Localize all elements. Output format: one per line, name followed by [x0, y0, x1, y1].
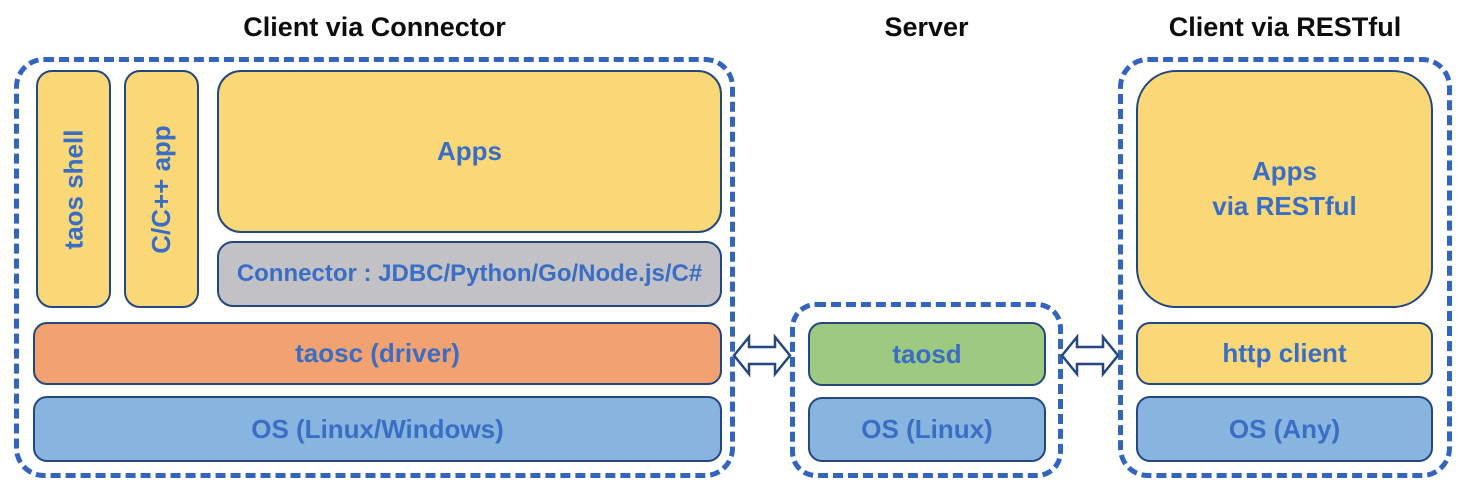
bidirectional-arrow-icon	[732, 333, 792, 378]
c-cpp-app-label: C/C++ app	[146, 124, 176, 254]
server-frame	[790, 302, 1063, 478]
taos-shell-box: taos shell	[36, 70, 111, 308]
taos-shell-label: taos shell	[58, 129, 88, 249]
taosd-box: taosd	[808, 322, 1046, 386]
bidirectional-arrow-icon	[1060, 333, 1120, 378]
os-any-box: OS (Any)	[1136, 396, 1433, 462]
client-via-restful-frame	[1118, 57, 1452, 478]
c-cpp-app-box: C/C++ app	[124, 70, 199, 308]
section-title-server: Server	[884, 12, 969, 42]
section-title-client-via-connector: Client via Connector	[243, 12, 506, 42]
connector-box: Connector : JDBC/Python/Go/Node.js/C#	[217, 241, 722, 307]
taosc-driver-box: taosc (driver)	[33, 322, 722, 385]
os-linux-windows-box: OS (Linux/Windows)	[33, 396, 722, 462]
client-via-connector-frame	[14, 57, 735, 478]
apps-box: Apps	[217, 70, 722, 233]
apps-via-restful-box: Apps via RESTful	[1136, 70, 1433, 308]
section-title-client-via-restful: Client via RESTful	[1168, 12, 1402, 42]
http-client-box: http client	[1136, 322, 1433, 385]
os-linux-box: OS (Linux)	[808, 397, 1046, 462]
